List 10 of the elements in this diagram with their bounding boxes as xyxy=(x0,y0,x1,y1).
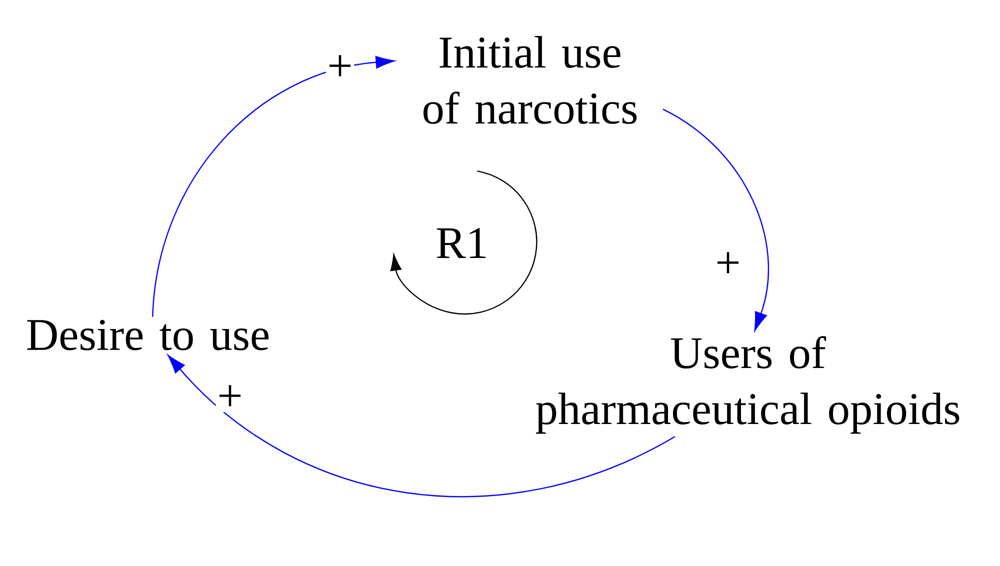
node-label: Users of pharmaceutical opioids xyxy=(536,336,960,434)
edge-label: + xyxy=(714,250,742,280)
arrow xyxy=(168,354,676,498)
arrow xyxy=(152,56,395,317)
node-label: Desire to use xyxy=(27,320,269,350)
loop-label: R1 xyxy=(434,226,490,260)
node-label: Initial use of narcotics xyxy=(424,36,637,124)
arrow xyxy=(662,108,769,332)
edge-label: + xyxy=(326,54,354,82)
edge-label: + xyxy=(216,384,244,412)
